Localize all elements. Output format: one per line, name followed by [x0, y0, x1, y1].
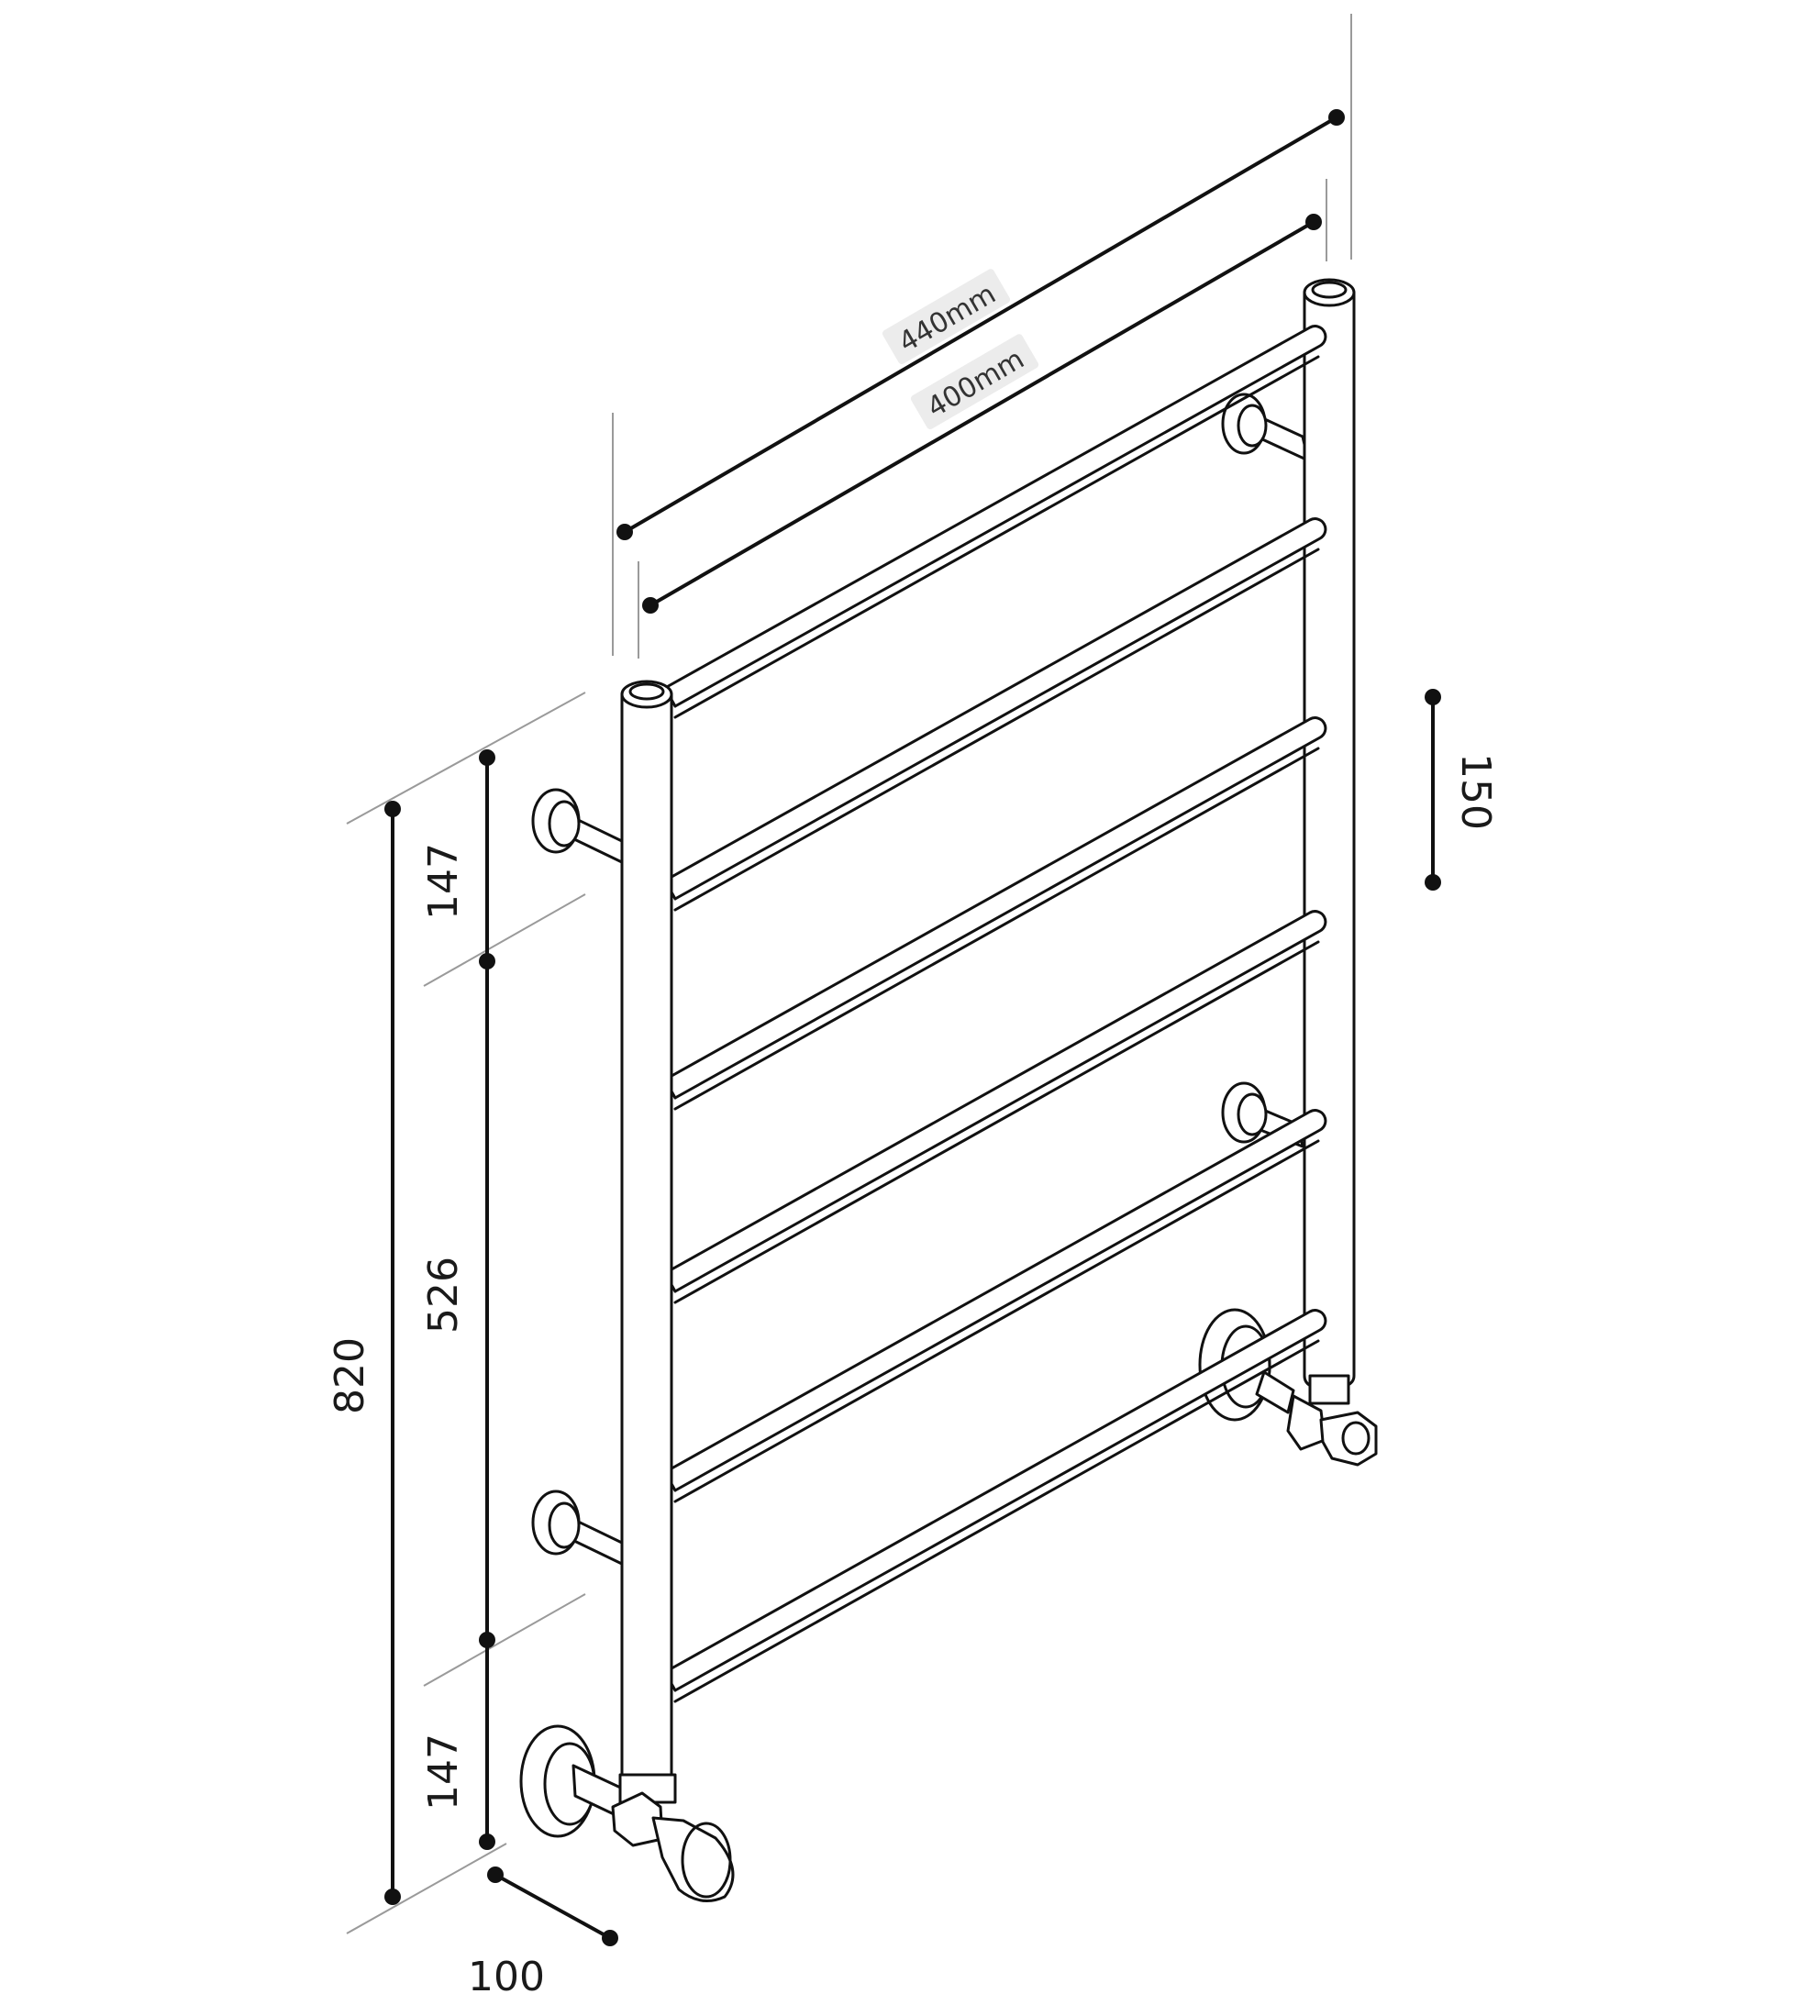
wall-bracket-front-middle [531, 1490, 627, 1567]
dim-line-100 [494, 1873, 611, 1940]
dim-line-440 [623, 116, 1338, 534]
dim-line-400 [649, 220, 1315, 607]
dimension-lines [391, 116, 1435, 1940]
dimension-dots [384, 109, 1441, 1946]
label-147-bottom: 147 [420, 1734, 467, 1811]
wall-bracket-back-middle [1221, 1081, 1304, 1148]
valve-right [1255, 1370, 1378, 1467]
post-left [620, 680, 673, 1777]
extension-lines [346, 14, 1352, 1934]
label-147-top: 147 [420, 843, 467, 920]
wall-bracket-back-upper [1221, 393, 1310, 462]
label-820: 820 [327, 1337, 373, 1414]
valve-left [519, 1724, 735, 1902]
rails [663, 325, 1327, 1703]
label-100: 100 [468, 1954, 545, 2000]
post-right [1303, 278, 1356, 1390]
towel-rail [519, 278, 1378, 1902]
label-150: 150 [1452, 753, 1499, 830]
wall-bracket-front-upper [531, 788, 627, 866]
label-526: 526 [420, 1257, 467, 1334]
